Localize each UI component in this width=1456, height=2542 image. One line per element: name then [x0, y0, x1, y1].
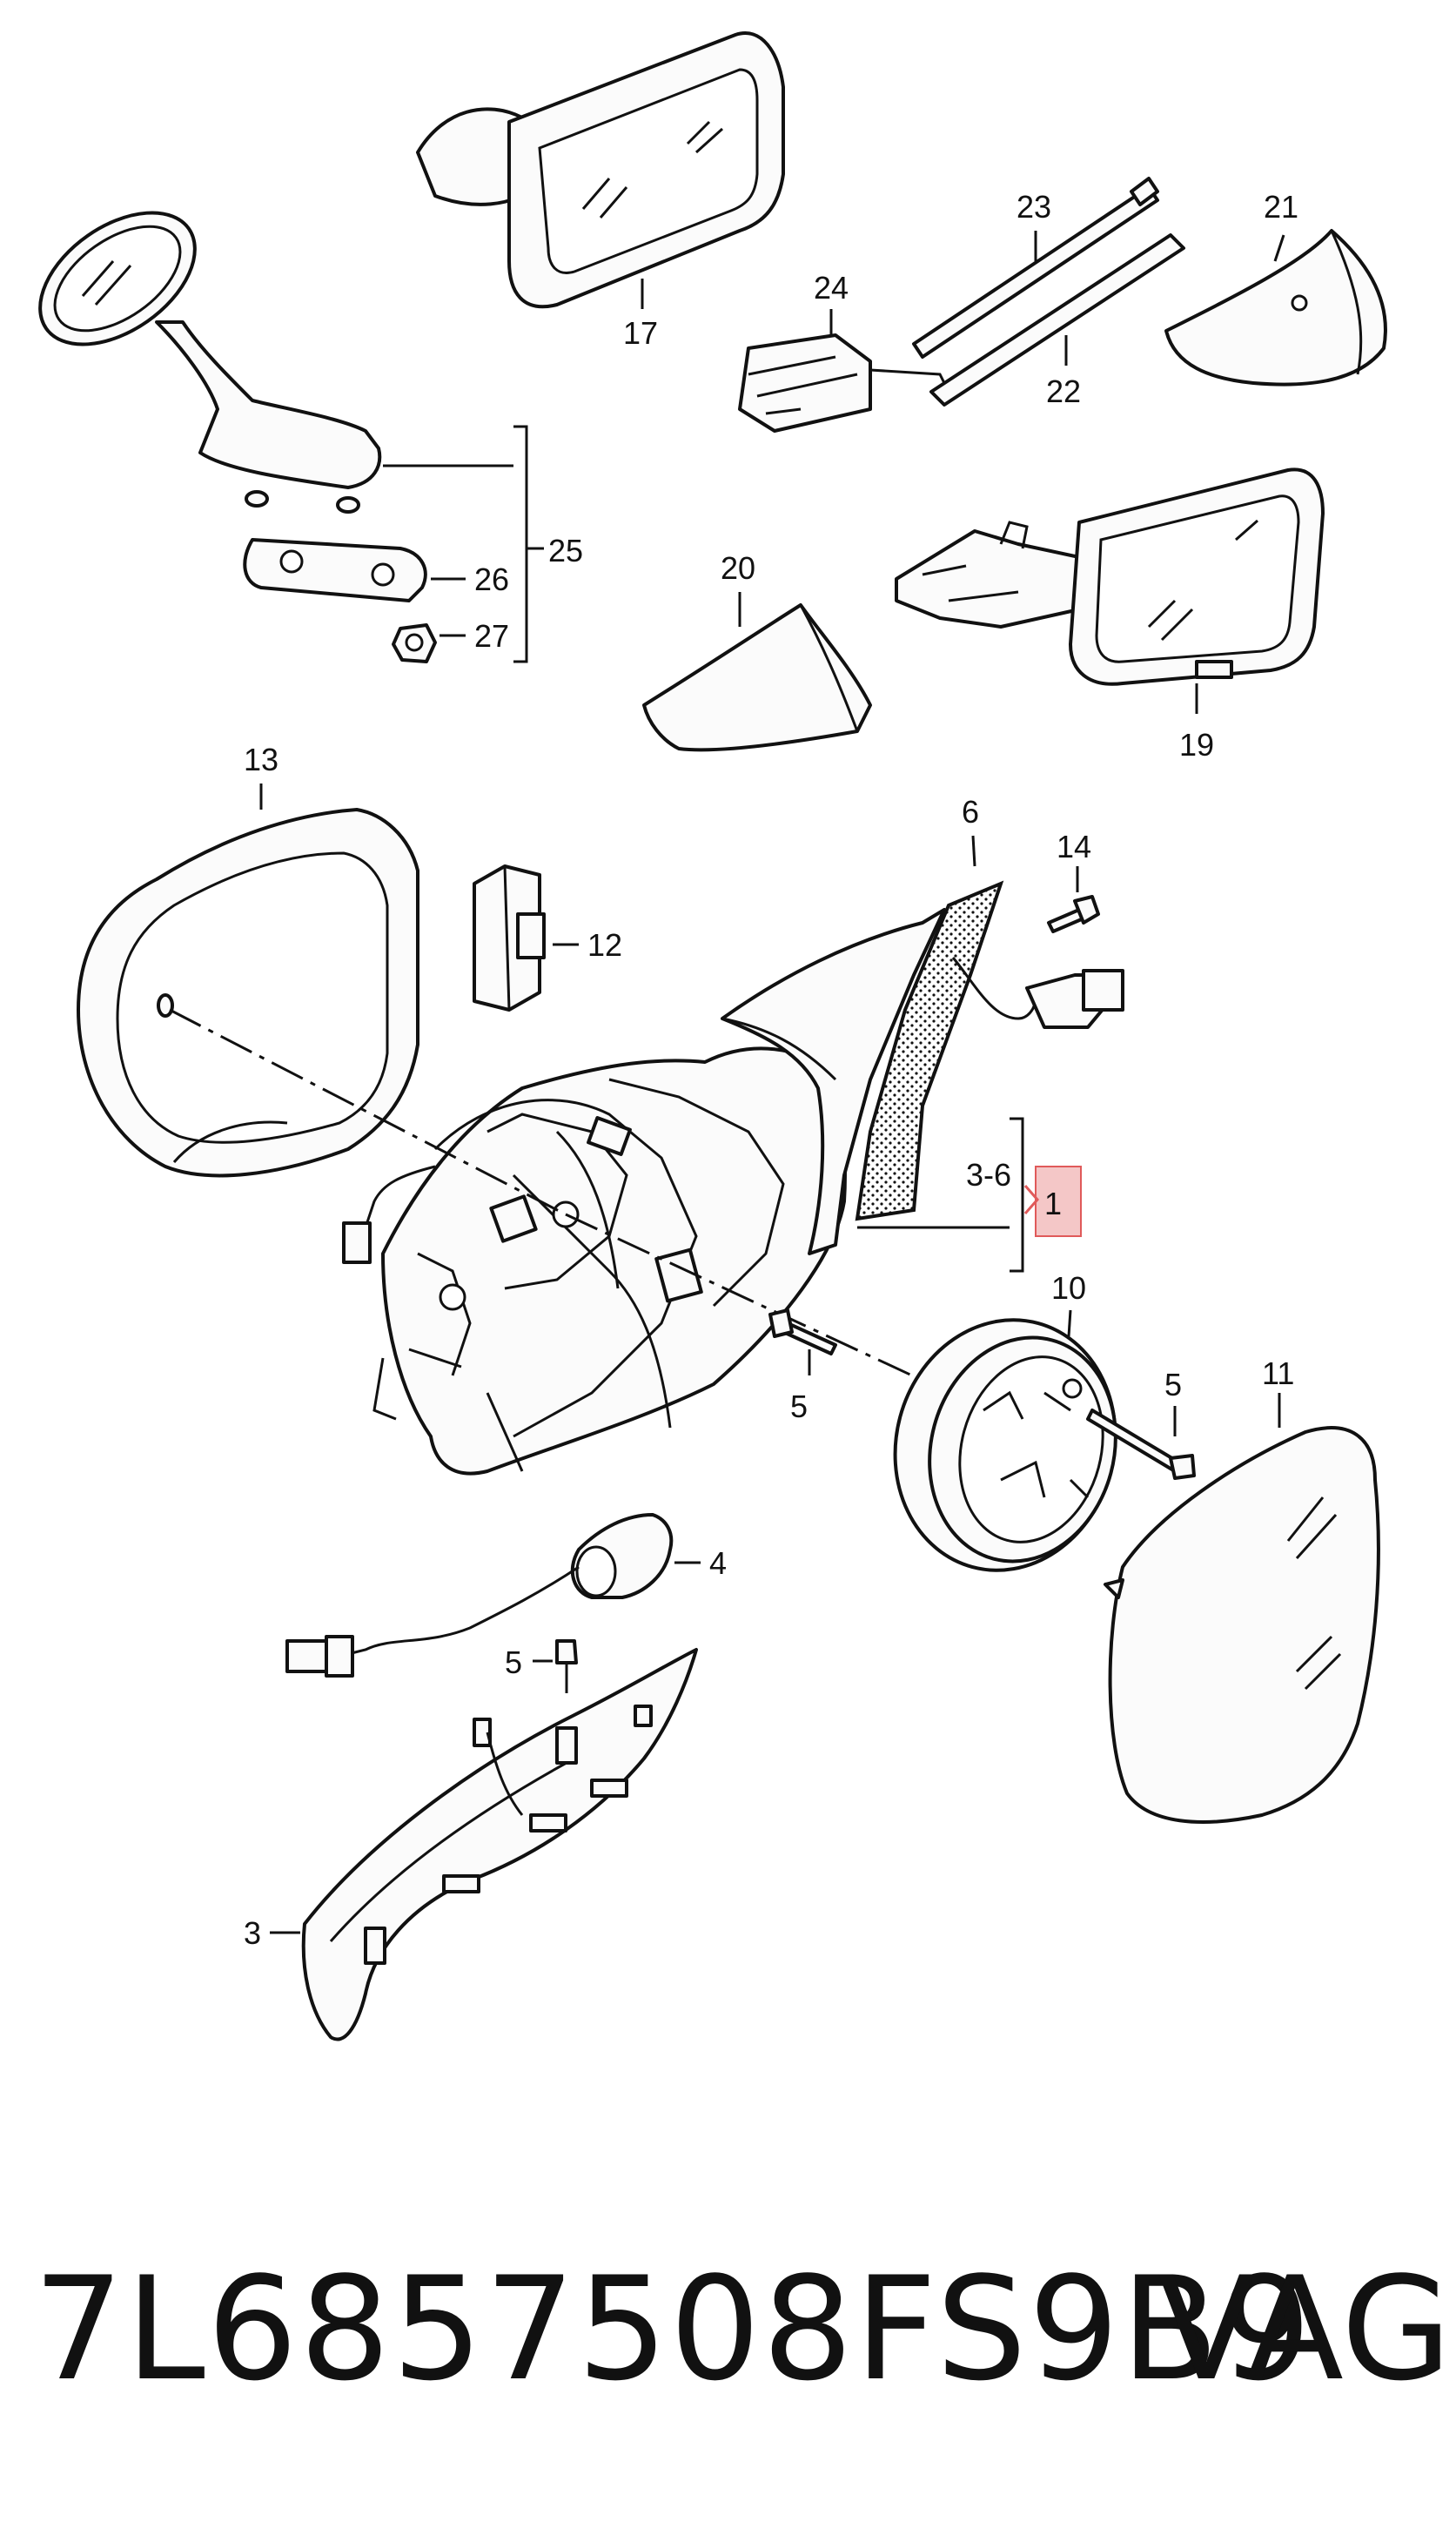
part-20-cover [642, 603, 872, 752]
part-23-strip [912, 177, 1159, 359]
part-25-arm-mirror [38, 211, 382, 514]
label-4: 4 [709, 1545, 727, 1581]
part-22-strip [929, 233, 1185, 407]
label-19: 19 [1179, 727, 1214, 763]
label-5-center: 5 [790, 1389, 808, 1424]
label-17: 17 [623, 315, 658, 351]
part-5-screw-lower [555, 1639, 578, 1693]
part-number-caption: 7L6857508FS9B9 [33, 2246, 1313, 2412]
label-10: 10 [1051, 1270, 1086, 1306]
part-main-body [342, 1046, 847, 1476]
label-3: 3 [244, 1915, 261, 1951]
part-3-shell [301, 1648, 698, 2041]
part-14-screw [1047, 895, 1100, 933]
label-27: 27 [474, 618, 509, 654]
label-13: 13 [244, 742, 278, 777]
label-14: 14 [1057, 829, 1091, 864]
label-6: 6 [962, 794, 979, 830]
part-6-gasket [855, 880, 1004, 1221]
part-11-mirror-glass [1104, 1426, 1380, 1824]
label-12: 12 [587, 927, 622, 963]
label-11: 11 [1262, 1355, 1294, 1391]
part-connector [951, 957, 1124, 1029]
part-5-screw-center [768, 1308, 837, 1355]
highlighted-part-1[interactable]: 1 [1023, 1166, 1082, 1237]
label-5-right: 5 [1164, 1367, 1182, 1402]
part-27-nut [392, 623, 437, 663]
part-24-motor [738, 333, 950, 433]
part-4-lamp [285, 1513, 674, 1678]
part-5-screw-right [1086, 1409, 1196, 1480]
part-21-cap [1164, 229, 1387, 387]
part-17-mirror [416, 31, 785, 309]
label-22: 22 [1046, 373, 1081, 409]
label-5-lower: 5 [505, 1644, 522, 1680]
label-21: 21 [1264, 189, 1298, 225]
part-12-switch [473, 864, 546, 1012]
part-10-adjuster [893, 1318, 1117, 1572]
part-26-plate [243, 538, 427, 602]
label-20: 20 [721, 550, 755, 586]
brand-caption: VAG [1157, 2246, 1453, 2412]
label-24: 24 [814, 270, 849, 306]
label-3-6: 3-6 [966, 1157, 1011, 1193]
label-1: 1 [1044, 1186, 1062, 1221]
part-13-housing [77, 808, 419, 1178]
part-19-mirror-assembly [895, 467, 1325, 686]
label-26: 26 [474, 562, 509, 597]
label-23: 23 [1017, 189, 1051, 225]
part-outer-arm [721, 908, 946, 1255]
label-25: 25 [548, 533, 583, 568]
